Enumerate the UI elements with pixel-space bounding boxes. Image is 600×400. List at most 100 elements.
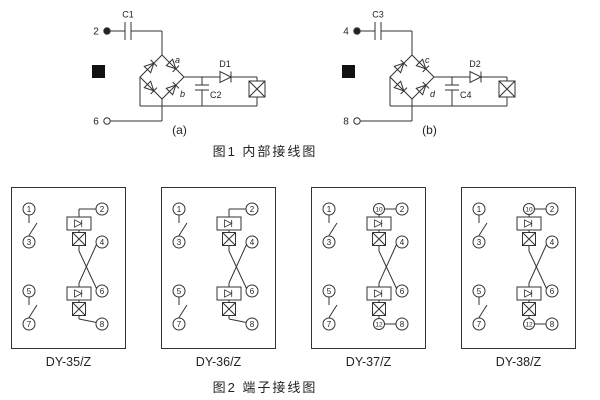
svg-text:1: 1	[327, 205, 332, 214]
bridge-point-bottom-label: d	[430, 89, 436, 99]
terminal-10: 10	[373, 203, 385, 215]
terminal-7: 7	[472, 317, 486, 331]
terminal-3: 3	[22, 235, 36, 249]
svg-text:4: 4	[100, 238, 105, 247]
model-label-dy37: DY-37/Z	[345, 355, 392, 369]
terminal-panel-dy37: 10 12 1 3 5 7 2 4 6 8	[311, 187, 426, 349]
svg-text:6: 6	[250, 287, 255, 296]
svg-text:2: 2	[100, 205, 105, 214]
panel-border	[161, 187, 276, 349]
svg-text:3: 3	[27, 238, 32, 247]
relay-coil	[248, 80, 266, 98]
panel-wires	[478, 208, 547, 325]
terminal-label: 6	[93, 117, 99, 128]
panel-border	[461, 187, 576, 349]
capacitor-input	[374, 22, 382, 40]
case-square	[92, 65, 105, 78]
terminal-12: 12	[373, 318, 385, 330]
terminal-8: 8	[245, 317, 259, 331]
diode-label: D2	[469, 59, 481, 69]
terminal-2: 2	[545, 202, 559, 216]
diode	[469, 70, 483, 84]
svg-text:1: 1	[477, 205, 482, 214]
svg-text:1: 1	[27, 205, 32, 214]
model-label-dy35: DY-35/Z	[45, 355, 92, 369]
terminal-label: 8	[343, 117, 349, 128]
svg-text:12: 12	[525, 322, 533, 329]
terminal-7: 7	[322, 317, 336, 331]
panel-wires	[328, 208, 397, 325]
terminal-5: 5	[22, 284, 36, 298]
svg-text:10: 10	[525, 207, 533, 214]
terminal-panel-dy38: 10 12 1 3 5 7 2 4 6 8	[461, 187, 576, 349]
bridge-point-top-label: a	[175, 55, 180, 65]
capacitor-filter-label: C2	[210, 90, 222, 100]
capacitor-input	[124, 22, 132, 40]
svg-text:6: 6	[400, 287, 405, 296]
terminal-8: 8	[395, 317, 409, 331]
svg-text:4: 4	[250, 238, 255, 247]
terminal-2: 2	[395, 202, 409, 216]
terminal-3: 3	[472, 235, 486, 249]
svg-text:8: 8	[400, 320, 405, 329]
svg-text:5: 5	[27, 287, 32, 296]
terminal-label: 2	[93, 27, 99, 38]
terminal-1: 1	[22, 202, 36, 216]
rectifier-relay-unit-lower	[367, 287, 391, 316]
terminal-3: 3	[172, 235, 186, 249]
terminal-dot	[103, 27, 111, 35]
capacitor-filter	[445, 84, 459, 91]
circuit-a-label: (a)	[172, 123, 187, 137]
svg-text:8: 8	[550, 320, 555, 329]
svg-text:2: 2	[550, 205, 555, 214]
rectifier-relay-unit-lower	[67, 287, 91, 316]
svg-text:12: 12	[375, 322, 383, 329]
svg-text:3: 3	[327, 238, 332, 247]
terminal-5: 5	[322, 284, 336, 298]
svg-text:8: 8	[250, 320, 255, 329]
svg-text:7: 7	[477, 320, 482, 329]
svg-text:10: 10	[375, 207, 383, 214]
terminal-6: 6	[395, 284, 409, 298]
rectifier-relay-unit-lower	[517, 287, 541, 316]
internal-circuit-a: 2 C1 a b C2 D1 6	[92, 10, 266, 128]
rectifier-relay-unit-upper	[517, 217, 541, 246]
terminal-8: 8	[95, 317, 109, 331]
terminal-4: 4	[395, 235, 409, 249]
svg-text:3: 3	[177, 238, 182, 247]
terminal-7: 7	[22, 317, 36, 331]
svg-text:5: 5	[477, 287, 482, 296]
bridge-point-top-label: c	[425, 55, 430, 65]
svg-text:5: 5	[177, 287, 182, 296]
terminal-7: 7	[172, 317, 186, 331]
panel-border	[11, 187, 126, 349]
circuit-b-label: (b)	[422, 123, 437, 137]
svg-text:4: 4	[550, 238, 555, 247]
terminal-5: 5	[172, 284, 186, 298]
terminal-4: 4	[245, 235, 259, 249]
capacitor-input-label: C3	[372, 10, 384, 20]
terminal-dot	[353, 27, 361, 35]
svg-text:1: 1	[177, 205, 182, 214]
svg-text:7: 7	[327, 320, 332, 329]
terminal-1: 1	[172, 202, 186, 216]
terminal-1: 1	[472, 202, 486, 216]
figure1-caption: 图1 内部接线图	[212, 144, 318, 159]
rectifier-relay-unit-upper	[367, 217, 391, 246]
terminal-4: 4	[95, 235, 109, 249]
case-square	[342, 65, 355, 78]
svg-text:4: 4	[400, 238, 405, 247]
diode	[219, 70, 233, 84]
capacitor-filter	[195, 84, 209, 91]
svg-text:6: 6	[100, 287, 105, 296]
terminal-8: 8	[545, 317, 559, 331]
capacitor-input-label: C1	[122, 10, 134, 20]
svg-text:7: 7	[27, 320, 32, 329]
terminal-2: 2	[95, 202, 109, 216]
terminal-6: 6	[245, 284, 259, 298]
svg-text:8: 8	[100, 320, 105, 329]
capacitor-filter-label: C4	[460, 90, 472, 100]
svg-text:2: 2	[400, 205, 405, 214]
terminal-1: 1	[322, 202, 336, 216]
rectifier-relay-unit-upper	[217, 217, 241, 246]
